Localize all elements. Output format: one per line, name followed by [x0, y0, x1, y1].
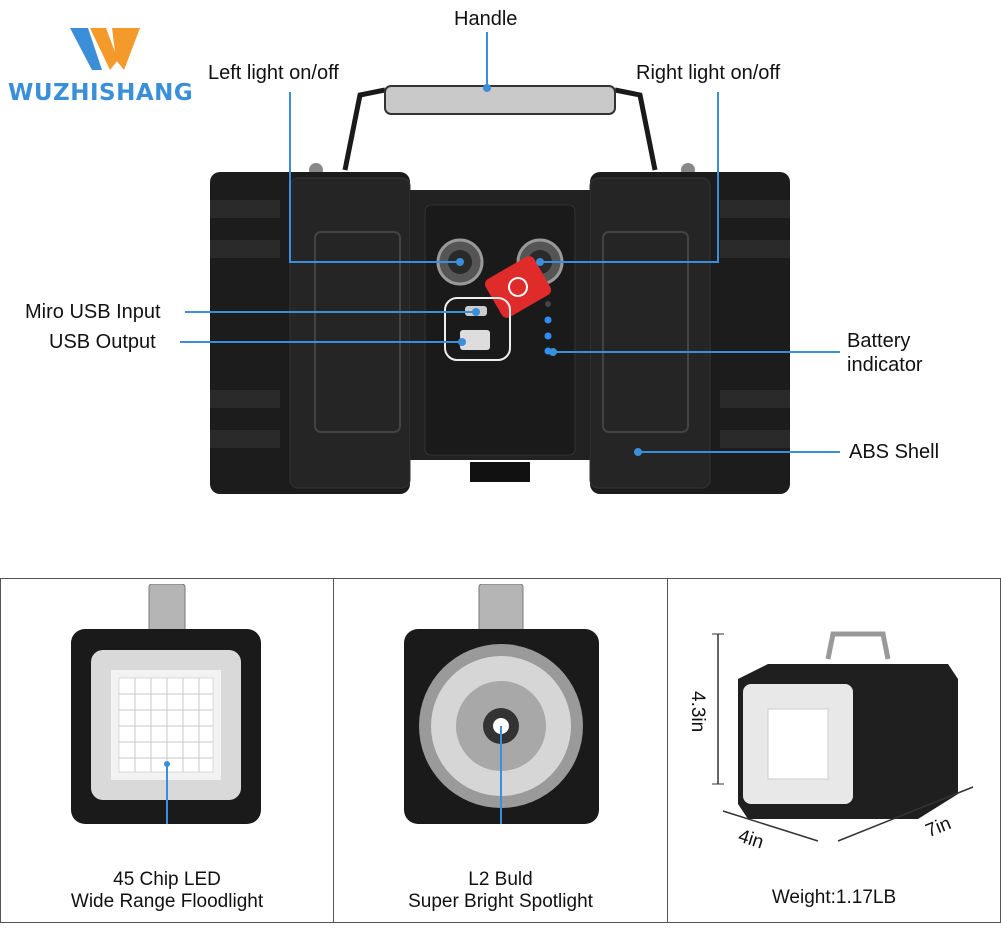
- brand-logo-mark-icon: [70, 28, 140, 70]
- brand-name: WUZHISHANG: [8, 80, 194, 106]
- handle-icon: [342, 85, 658, 171]
- spotlight-caption-2: Super Bright Spotlight: [408, 891, 593, 912]
- spotlight-panel: L2 Buld Super Bright Spotlight: [333, 578, 668, 923]
- floodlight-panel: 45 Chip LED Wide Range Floodlight: [0, 578, 334, 923]
- battery-label-line1: Battery: [847, 330, 911, 352]
- micro-usb-label: Miro USB Input: [25, 301, 161, 323]
- right-light-label: Right light on/off: [636, 62, 781, 84]
- floodlight-caption-2: Wide Range Floodlight: [70, 891, 264, 912]
- right-housing: [589, 172, 790, 494]
- usb-port-icon: [460, 330, 490, 350]
- center-panel: [410, 190, 590, 482]
- handle-label: Handle: [454, 8, 518, 30]
- spotlight-caption-1: L2 Buld: [468, 869, 533, 890]
- floodlight-caption-1: 45 Chip LED: [113, 869, 221, 890]
- red-switch-icon: [484, 256, 552, 318]
- spotlight-icon: [404, 584, 599, 824]
- left-housing: [210, 172, 411, 494]
- brand-logo: [60, 20, 160, 80]
- weight-caption: Weight:1.17LB: [771, 887, 897, 908]
- usb-output-label: USB Output: [49, 331, 156, 353]
- battery-label-line2: indicator: [847, 354, 923, 376]
- dimensions-panel: 4.3in 4in 7in Weight:1.17LB: [667, 578, 1001, 923]
- height-label: 4.3in: [687, 691, 708, 733]
- shell-label: ABS Shell: [849, 441, 940, 463]
- left-light-label: Left light on/off: [208, 62, 339, 84]
- device-front-view: [180, 32, 840, 494]
- floodlight-icon: [71, 584, 261, 824]
- dimensions-lantern-icon: [712, 631, 974, 842]
